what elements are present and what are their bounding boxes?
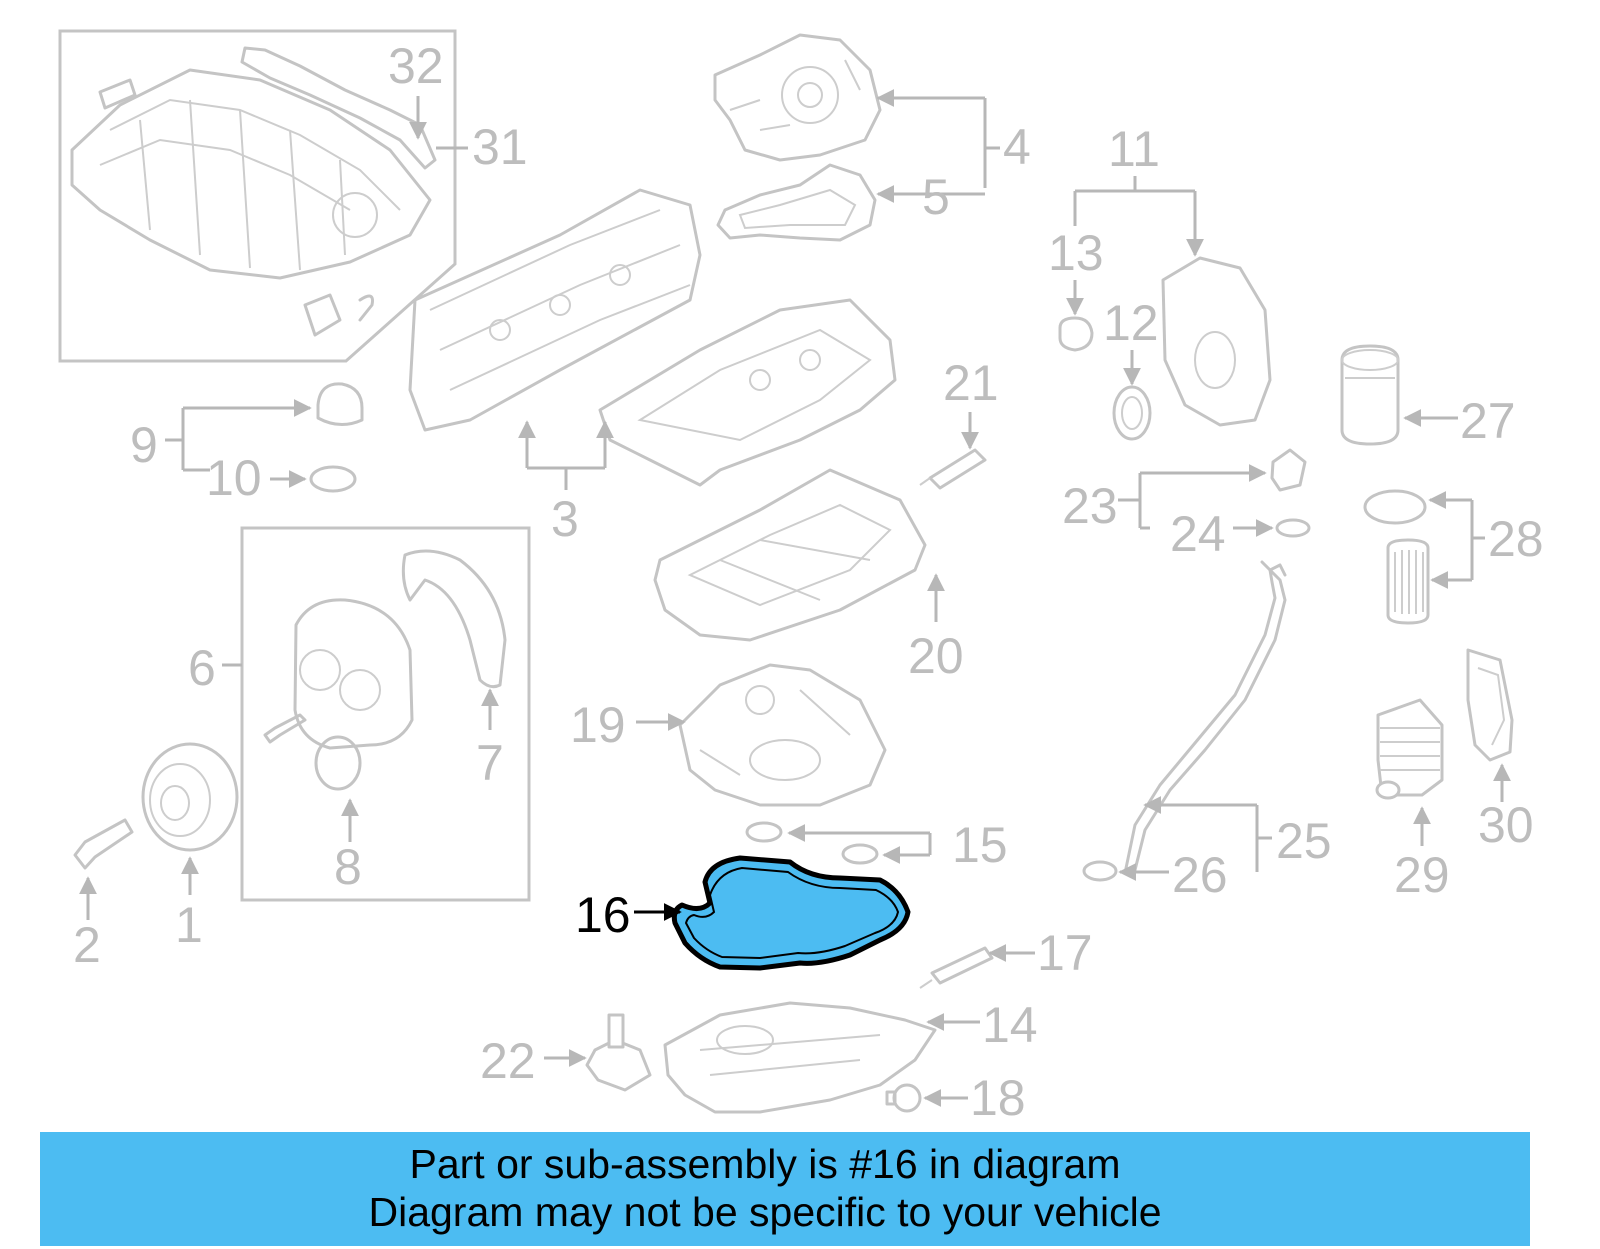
callout-15: 15 <box>952 817 1008 873</box>
callout-9: 9 <box>130 417 158 473</box>
callout-10: 10 <box>206 450 262 506</box>
oil-cooler-gasket-icon <box>1466 648 1514 762</box>
intake-manifold-gasket-icon <box>240 46 437 170</box>
callout-23: 23 <box>1062 478 1118 534</box>
intake-manifold-group-box <box>58 29 457 363</box>
drain-plug-icon <box>885 1083 922 1113</box>
sealant-17-parts: 17 <box>919 925 1093 989</box>
callout-13: 13 <box>1048 225 1104 281</box>
oring-15a-icon <box>745 821 783 843</box>
oil-baffle-parts: 19 <box>570 663 887 807</box>
oil-cooler-parts: 29 30 <box>1375 648 1534 903</box>
callout-3: 3 <box>551 491 579 547</box>
dipstick-parts: 23 24 25 26 <box>1062 448 1332 903</box>
callout-21: 21 <box>943 355 999 411</box>
callout-30: 30 <box>1478 797 1534 853</box>
oring-15-parts: 15 <box>745 817 1008 873</box>
timing-oring-icon <box>314 735 362 791</box>
plug-13-icon <box>1058 316 1094 352</box>
banner-part-note: Part or sub-assembly is #16 in diagram <box>409 1141 1121 1187</box>
oil-filter-parts: 27 28 <box>1340 344 1544 625</box>
cylinder-head-assembly: 3 <box>408 188 897 547</box>
seal-12-icon <box>1112 385 1152 441</box>
oring-15b-icon <box>841 843 879 865</box>
callout-12: 12 <box>1103 295 1159 351</box>
callout-17: 17 <box>1037 925 1093 981</box>
oil-level-sensor-icon <box>585 1013 652 1092</box>
dipstick-oring-icon <box>1082 860 1118 882</box>
lower-oil-pan-parts: 14 22 18 <box>480 997 1038 1126</box>
callout-2: 2 <box>73 917 101 973</box>
oil-baffle-icon <box>678 663 887 807</box>
callout-20: 20 <box>908 628 964 684</box>
timing-cover-icon <box>293 598 414 750</box>
dipstick-cap-icon <box>1270 448 1307 492</box>
upper-oil-pan-icon <box>653 468 927 642</box>
oil-pan-gasket-16: 16 <box>575 855 911 971</box>
callout-24: 24 <box>1170 506 1226 562</box>
dipstick-tube-icon <box>1123 560 1287 875</box>
callout-5: 5 <box>922 169 950 225</box>
filler-cap-icon <box>316 382 364 426</box>
callout-29: 29 <box>1394 847 1450 903</box>
callout-14: 14 <box>982 997 1038 1053</box>
crank-pulley-icon <box>141 742 239 852</box>
intake-manifold-group: 32 31 <box>58 29 528 363</box>
crank-pulley-parts: 1 2 <box>73 742 239 973</box>
callout-11: 11 <box>1108 121 1160 177</box>
callout-6: 6 <box>188 640 216 696</box>
sealant-21-parts: 21 <box>919 355 999 490</box>
upper-oil-pan-parts: 20 <box>653 468 964 684</box>
callout-32: 32 <box>388 38 444 94</box>
callout-26: 26 <box>1172 847 1228 903</box>
front-cover-icon <box>1161 256 1272 427</box>
oil-filter-oring-icon <box>1363 489 1427 525</box>
callout-8: 8 <box>334 839 362 895</box>
timing-housing-icon <box>713 33 882 162</box>
timing-cover-group-box <box>240 526 531 902</box>
callout-28: 28 <box>1488 511 1544 567</box>
valve-cover-icon <box>598 298 897 487</box>
oil-filler-parts: 9 10 <box>130 382 364 506</box>
callout-16: 16 <box>575 887 631 943</box>
front-cover-parts: 11 13 12 <box>1048 121 1272 441</box>
callout-4: 4 <box>1003 119 1031 175</box>
oil-pan-gasket-16-icon <box>671 855 911 971</box>
cylinder-head-icon <box>408 188 702 432</box>
banner-disclaimer: Diagram may not be specific to your vehi… <box>368 1189 1162 1235</box>
callout-31: 31 <box>472 119 528 175</box>
crank-bolt-icon <box>73 818 134 870</box>
info-banner: Part or sub-assembly is #16 in diagram D… <box>40 1132 1530 1246</box>
callout-22: 22 <box>480 1033 536 1089</box>
callout-18: 18 <box>970 1070 1026 1126</box>
intake-manifold-icon <box>70 68 432 337</box>
timing-cover-group: 6 7 8 <box>188 526 531 902</box>
callout-19: 19 <box>570 697 626 753</box>
sealant-tube-17-icon <box>919 946 994 989</box>
callout-27: 27 <box>1460 393 1516 449</box>
sealant-tube-21-icon <box>919 448 987 490</box>
lower-oil-pan-icon <box>663 1001 937 1114</box>
upper-timing-parts: 4 5 <box>713 33 1031 242</box>
timing-cover-gasket-icon <box>401 549 507 689</box>
callout-7: 7 <box>476 735 504 791</box>
dipstick-seal-icon <box>1275 518 1311 538</box>
callout-25: 25 <box>1276 813 1332 869</box>
filler-cap-seal-icon <box>309 465 357 493</box>
oil-cooler-icon <box>1375 698 1444 800</box>
oil-filter-housing-icon <box>1340 344 1400 446</box>
timing-cover-gasket-icon <box>716 163 877 242</box>
timing-bolt-icon <box>263 713 307 744</box>
callout-1: 1 <box>175 897 203 953</box>
oil-filter-element-icon <box>1386 538 1430 625</box>
